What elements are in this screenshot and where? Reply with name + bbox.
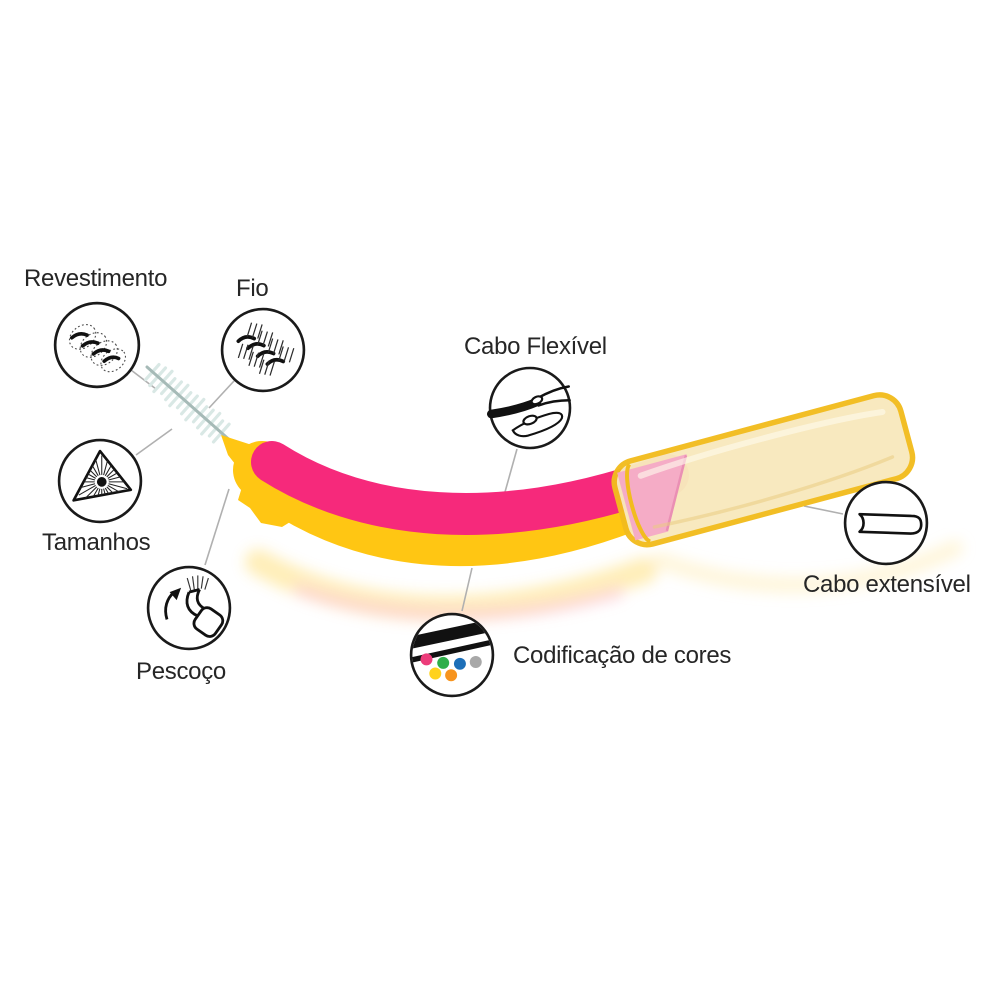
- brush-tip: [144, 363, 235, 445]
- callout-revestimento: [52, 300, 142, 390]
- dot-gray: [469, 656, 482, 669]
- connector-pescoco: [204, 488, 230, 566]
- cap-highlight: [637, 409, 886, 479]
- connector-cabo-flexivel: [504, 448, 518, 493]
- cap-pink-edge: [665, 455, 688, 532]
- coating-coil-icon: [53, 301, 141, 389]
- dot-pink: [420, 653, 433, 666]
- color-coding-dots-icon: [409, 612, 495, 698]
- connector-revestimento: [130, 369, 157, 390]
- label-tamanhos: Tamanhos: [42, 529, 151, 556]
- handle-grip: [251, 441, 689, 535]
- cap-opening-rim: [625, 463, 652, 544]
- connector-fio: [208, 380, 235, 409]
- callout-fio: [219, 306, 307, 394]
- dot-blue: [453, 657, 466, 670]
- dot-orange: [445, 669, 458, 682]
- cap-inner-shade: [652, 455, 895, 529]
- callout-tamanhos: [56, 437, 144, 525]
- connector-codificacao: [461, 567, 473, 612]
- callout-pescoco: [145, 564, 233, 652]
- sizes-triangle-icon: [57, 438, 143, 524]
- label-pescoco: Pescoço: [136, 658, 226, 685]
- wire-bristles-icon: [220, 307, 306, 393]
- callout-codificacao-de-cores: [408, 611, 496, 699]
- label-fio: Fio: [236, 275, 269, 302]
- callout-cabo-flexivel: [487, 365, 573, 451]
- dot-yellow: [429, 667, 442, 680]
- bent-neck-arrow-icon: [146, 565, 232, 651]
- connector-tamanhos: [135, 428, 173, 456]
- connector-cabo-extensivel: [803, 505, 844, 515]
- label-cabo-flexivel: Cabo Flexível: [464, 333, 607, 360]
- callout-connector-lines: [130, 369, 844, 612]
- hand-bending-icon: [487, 366, 572, 450]
- callout-cabo-extensivel: [842, 479, 930, 567]
- brush-wire: [145, 365, 235, 445]
- label-codificacao-de-cores: Codificação de cores: [513, 642, 732, 669]
- cap-body: [611, 392, 916, 548]
- label-cabo-extensivel: Cabo extensível: [803, 571, 971, 598]
- label-revestimento: Revestimento: [24, 265, 168, 292]
- extendable-handle-icon: [843, 480, 929, 566]
- extendable-cap: [611, 392, 916, 548]
- dot-green: [437, 656, 450, 669]
